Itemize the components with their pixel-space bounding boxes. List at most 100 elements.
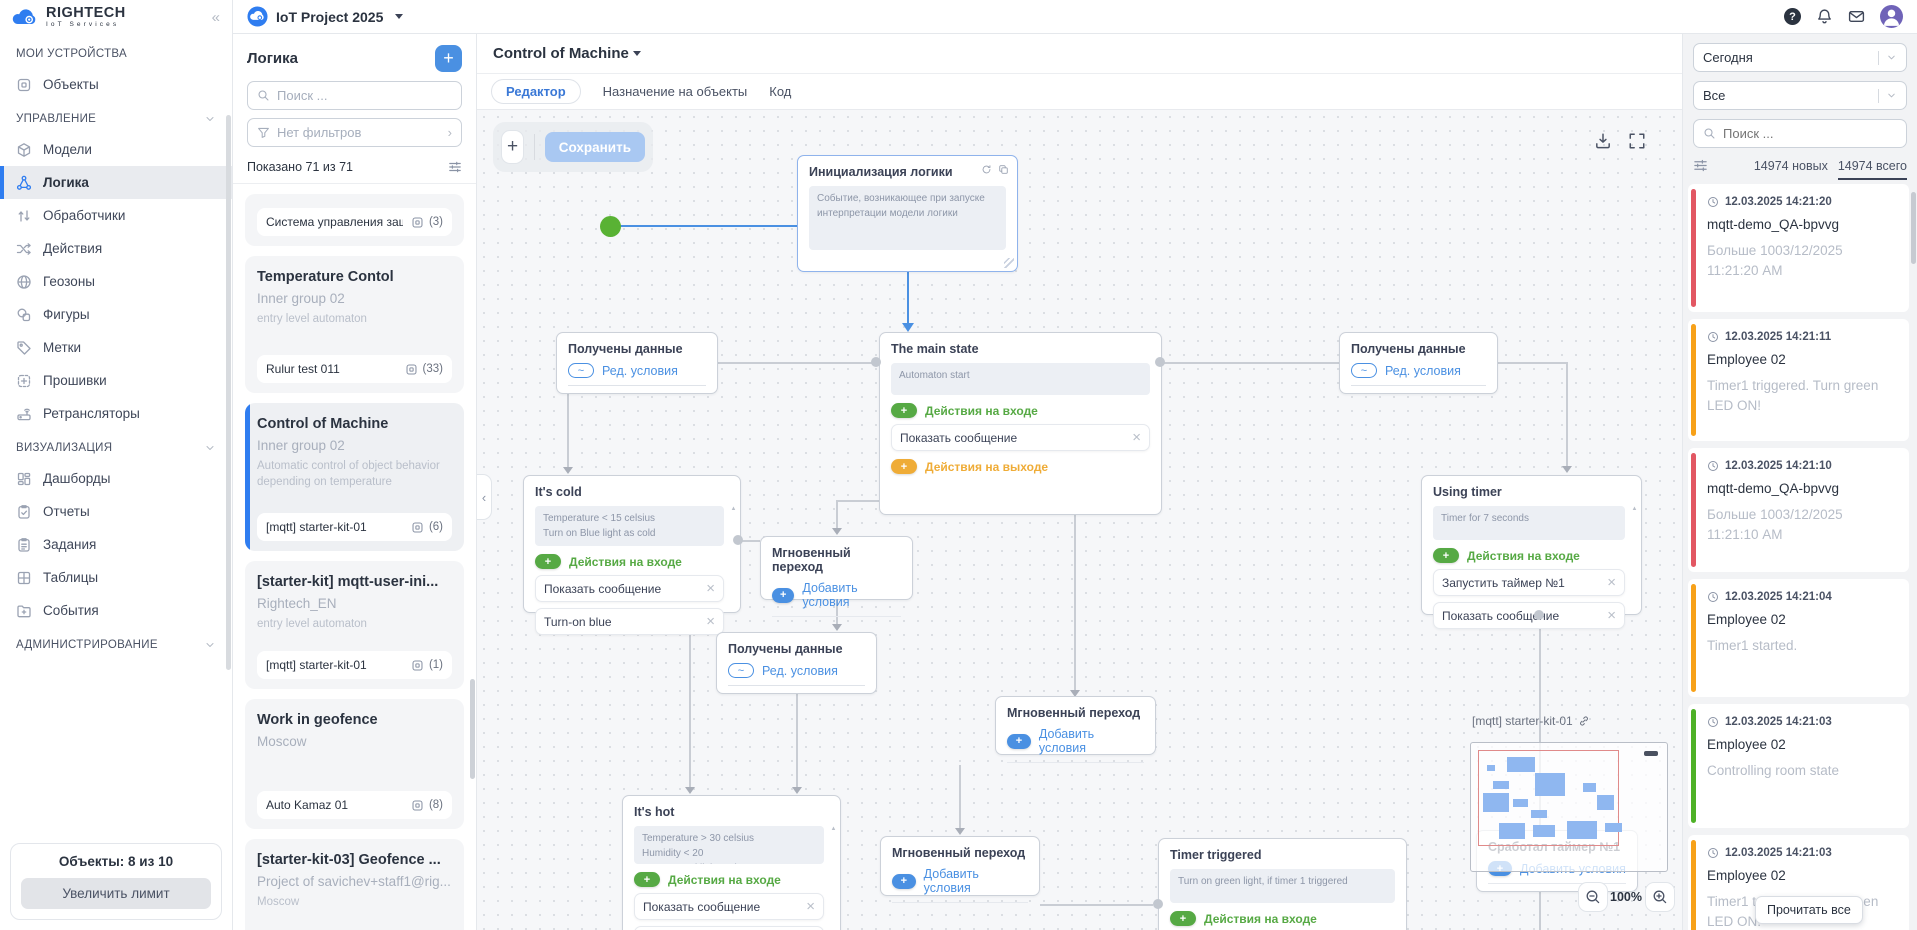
type-filter-select[interactable]: Все — [1693, 81, 1907, 110]
sidebar-collapse-icon[interactable]: « — [211, 8, 220, 26]
logic-card[interactable]: [starter-kit] mqtt-user-ini... Rightech_… — [245, 561, 464, 689]
port[interactable] — [871, 357, 881, 367]
bell-icon[interactable] — [1816, 8, 1833, 25]
node-scrollbar[interactable]: ▲ — [730, 506, 737, 512]
minimap-collapse-icon[interactable] — [1644, 751, 1658, 756]
port[interactable] — [733, 535, 743, 545]
edit-conditions-link[interactable]: Ред. условия — [1385, 363, 1461, 378]
logic-card-partial[interactable]: Система управления защитн... (3) — [245, 194, 464, 246]
sidebar-item-logic[interactable]: Логика — [0, 166, 232, 199]
add-entry-action-button[interactable]: + — [1433, 548, 1459, 563]
node-instant-transition-2[interactable]: Мгновенный переход +Добавить условия — [995, 696, 1156, 763]
events-filter-icon[interactable] — [1693, 158, 1708, 173]
add-entry-action-button[interactable]: + — [634, 872, 660, 887]
node-data-received-left[interactable]: Получены данные ~Ред. условия — [556, 332, 718, 394]
node-logic-init[interactable]: Инициализация логики Событие, возникающе… — [797, 155, 1018, 272]
save-button[interactable]: Сохранить — [544, 132, 645, 162]
add-logic-button[interactable]: + — [435, 45, 462, 72]
logic-card[interactable]: Work in geofence Moscow Auto Kamaz 01 (8… — [245, 699, 464, 829]
add-entry-action-button[interactable]: + — [535, 554, 561, 569]
resize-handle[interactable] — [1004, 258, 1014, 268]
sidebar-item-geozones[interactable]: Геозоны — [0, 265, 232, 298]
total-events-count[interactable]: 14974 всего — [1837, 159, 1907, 180]
port[interactable] — [1153, 899, 1163, 909]
sidebar-item-relays[interactable]: Ретрансляторы — [0, 397, 232, 430]
close-icon[interactable]: × — [1132, 429, 1141, 446]
edit-conditions-link[interactable]: Ред. условия — [762, 663, 838, 678]
logic-card[interactable]: [starter-kit-03] Geofence ... Project of… — [245, 839, 464, 930]
port[interactable] — [1155, 357, 1165, 367]
sidebar-item-tasks[interactable]: Задания — [0, 528, 232, 561]
sidebar-item-objects[interactable]: Объекты — [0, 68, 232, 101]
add-condition-button[interactable]: + — [892, 873, 916, 889]
sidebar-item-dashboards[interactable]: Дашборды — [0, 462, 232, 495]
add-entry-action-button[interactable]: + — [891, 403, 917, 418]
logic-list-scrollbar[interactable] — [470, 679, 475, 779]
logic-search-field[interactable] — [247, 81, 462, 110]
add-conditions-link[interactable]: Добавить условия — [1038, 727, 1095, 755]
sidebar-item-actions[interactable]: Действия — [0, 232, 232, 265]
mail-icon[interactable] — [1848, 8, 1865, 25]
sidebar-item-handlers[interactable]: Обработчики — [0, 199, 232, 232]
node-data-received-right[interactable]: Получены данные ~Ред. условия — [1339, 332, 1498, 394]
logic-card[interactable]: Temperature Contol Inner group 02 entry … — [245, 256, 464, 393]
section-visualization[interactable]: ВИЗУАЛИЗАЦИЯ — [0, 430, 232, 462]
event-card[interactable]: 12.03.2025 14:21:11 Employee 02 Timer1 t… — [1688, 319, 1909, 441]
close-icon[interactable]: × — [806, 898, 815, 915]
copy-icon[interactable] — [998, 164, 1009, 175]
zoom-out-button[interactable] — [1578, 882, 1608, 912]
event-card[interactable]: 12.03.2025 14:21:10 mqtt-demo_QA-bpvvg Б… — [1688, 448, 1909, 572]
flow-canvas[interactable]: + Сохранить — [477, 110, 1682, 930]
start-node[interactable] — [600, 216, 621, 237]
editor-title[interactable]: Control of Machine — [493, 45, 629, 62]
event-card[interactable]: 12.03.2025 14:21:04 Employee 02 Timer1 s… — [1688, 579, 1909, 697]
device-label[interactable]: [mqtt] starter-kit-01 — [1472, 714, 1590, 728]
edit-conditions-link[interactable]: Ред. условия — [602, 363, 678, 378]
increase-limit-button[interactable]: Увеличить лимит — [21, 878, 211, 909]
action-row[interactable]: Показать сообщение× — [1433, 602, 1625, 629]
node-data-received-bottom[interactable]: Получены данные ~Ред. условия — [716, 632, 877, 694]
add-entry-action-button[interactable]: + — [1170, 911, 1196, 926]
sidebar-item-figures[interactable]: Фигуры — [0, 298, 232, 331]
close-icon[interactable]: × — [706, 613, 715, 630]
add-node-button[interactable]: + — [501, 130, 525, 164]
event-card[interactable]: 12.03.2025 14:21:20 mqtt-demo_QA-bpvvg Б… — [1688, 184, 1909, 312]
logic-filter-field[interactable]: › — [247, 118, 462, 147]
action-row[interactable]: Показать сообщение× — [634, 893, 824, 920]
add-conditions-link[interactable]: Добавить условия — [802, 581, 858, 609]
sidebar-item-labels[interactable]: Метки — [0, 331, 232, 364]
action-row[interactable]: Показать сообщение× — [535, 575, 724, 602]
sidebar-item-events[interactable]: События — [0, 594, 232, 627]
panel-collapse-handle[interactable]: ‹ — [477, 474, 492, 520]
add-condition-button[interactable]: + — [772, 587, 795, 603]
add-condition-button[interactable]: + — [1007, 733, 1031, 749]
fullscreen-icon[interactable] — [1628, 132, 1646, 150]
add-conditions-link[interactable]: Добавить условия — [923, 867, 979, 895]
list-settings-icon[interactable] — [448, 160, 462, 174]
tab-editor[interactable]: Редактор — [491, 79, 581, 104]
node-using-timer[interactable]: Using timer Timer for 7 seconds +Действи… — [1421, 475, 1642, 629]
sidebar-item-firmware[interactable]: Прошивки — [0, 364, 232, 397]
tab-code[interactable]: Код — [769, 84, 792, 99]
minimap[interactable] — [1470, 742, 1668, 872]
events-scrollbar[interactable] — [1911, 192, 1916, 264]
add-exit-action-button[interactable]: + — [891, 459, 917, 474]
node-instant-transition-1[interactable]: Мгновенный переход +Добавить условия — [760, 536, 913, 617]
help-icon[interactable]: ? — [1784, 8, 1801, 25]
action-row[interactable]: Показать сообщение× — [891, 424, 1150, 451]
user-avatar[interactable] — [1880, 5, 1903, 28]
refresh-icon[interactable] — [981, 164, 992, 175]
project-name[interactable]: IoT Project 2025 — [276, 8, 384, 25]
minimap-viewport[interactable] — [1478, 750, 1619, 846]
event-card[interactable]: 12.03.2025 14:21:03 Employee 02 Controll… — [1688, 704, 1909, 828]
period-select[interactable]: Сегодня — [1693, 43, 1907, 72]
node-main-state[interactable]: The main state Automaton start +Действия… — [879, 332, 1162, 515]
port[interactable] — [1534, 610, 1544, 620]
action-row[interactable]: Запустить таймер №1× — [1433, 569, 1625, 596]
zoom-in-button[interactable] — [1645, 882, 1675, 912]
logic-filter-input[interactable] — [277, 125, 441, 140]
download-icon[interactable] — [1594, 132, 1612, 150]
tab-assignment[interactable]: Назначение на объекты — [602, 84, 748, 99]
